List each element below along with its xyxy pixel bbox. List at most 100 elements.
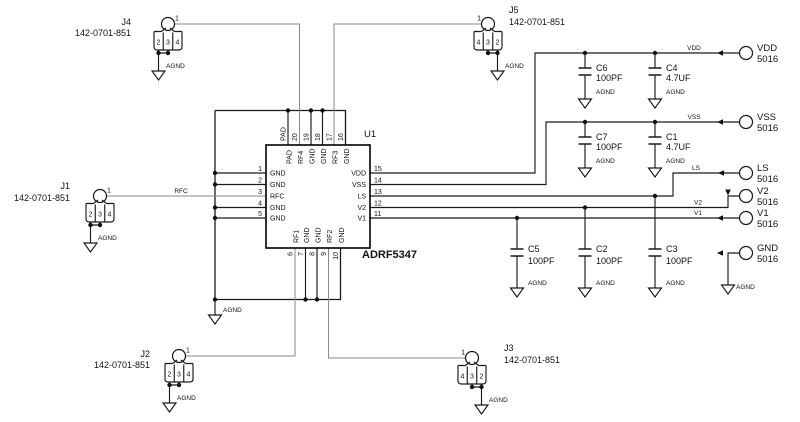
- net-label-ls: LS: [692, 165, 701, 172]
- net-flag-arrow-icon: [717, 119, 723, 125]
- cap-value: 4.7UF: [666, 73, 691, 83]
- net-flag-arrow-icon: [718, 170, 724, 176]
- test-point-ls: LS 5016: [718, 163, 778, 185]
- cell-label: 4: [187, 372, 191, 379]
- pin-name: GND: [310, 148, 317, 164]
- cap-refdes: C6: [596, 63, 608, 73]
- tp-part-label: 5016: [757, 197, 778, 208]
- net-flag-arrow-icon: [717, 250, 723, 256]
- pin1-label: 1: [186, 348, 190, 355]
- pin-name: GND: [316, 227, 323, 243]
- connector-part-number: 142-0701-851: [504, 355, 560, 365]
- agnd-symbol: [577, 167, 593, 178]
- net-label-v1: V1: [694, 210, 702, 217]
- pin-number: 13: [374, 189, 382, 196]
- pin-number: 9: [321, 252, 328, 256]
- ic-part-name: ADRF5347: [362, 249, 417, 261]
- pin-number: 12: [374, 201, 382, 208]
- capacitor-c6: C6 100PF AGND: [577, 53, 623, 109]
- agnd-symbol: [473, 404, 490, 415]
- agnd-symbol: [647, 167, 663, 178]
- net-labels: RFC VDD VSS LS V2 V1: [174, 45, 702, 217]
- connector-part-number: 142-0701-851: [14, 193, 70, 203]
- connector-pin1-circle: [171, 348, 187, 364]
- tp-part-label: 5016: [757, 219, 778, 230]
- cell-label: 4: [108, 212, 112, 219]
- capacitor-c2: C2 100PF AGND: [577, 207, 623, 298]
- pin-name: RF3: [333, 151, 340, 164]
- pin-number: 15: [374, 166, 382, 173]
- cap-refdes: C5: [528, 244, 540, 254]
- pin-name: GND: [270, 216, 286, 223]
- pin1-label: 1: [461, 350, 465, 357]
- rf-pigtail-wires: [106, 23, 482, 359]
- net-label-v2: V2: [694, 200, 702, 207]
- connector-refdes: J3: [504, 343, 514, 353]
- pin-number: 8: [310, 252, 317, 256]
- tp-part-label: 5016: [757, 123, 778, 134]
- agnd-symbol: [161, 402, 178, 413]
- agnd-symbol: [150, 70, 167, 81]
- net-label-vss: VSS: [687, 114, 701, 121]
- cell-label: 2: [496, 40, 500, 47]
- agnd-symbol: [647, 287, 663, 298]
- cell-label: 4: [477, 40, 481, 47]
- pin-name: GND: [270, 205, 286, 212]
- tp-net-label: V1: [757, 208, 769, 219]
- connector-part-number: 142-0701-851: [75, 28, 131, 38]
- cell-label: 3: [177, 372, 181, 379]
- ic-refdes: U1: [364, 129, 376, 140]
- tp-circle: [738, 245, 754, 261]
- agnd-label: AGND: [489, 397, 508, 404]
- cell-label: 3: [98, 212, 102, 219]
- agnd-label: AGND: [666, 158, 685, 165]
- capacitor-c1: C1 4.7UF AGND: [647, 122, 691, 178]
- test-point-v2: V2 5016: [725, 186, 778, 208]
- connector-j1: J1 142-0701-851 1 2 3 4 AGND: [14, 181, 117, 253]
- pin-name: RF4: [298, 151, 305, 164]
- ic-outline: [265, 144, 371, 249]
- pin-number: 7: [298, 252, 305, 256]
- net-label-rfc: RFC: [174, 188, 188, 195]
- tp-net-label: V2: [757, 186, 769, 197]
- pin-number: 18: [315, 133, 322, 141]
- connector-j4: J4 142-0701-851 1 2 3 4 AGND: [75, 16, 185, 81]
- agnd-symbol: [577, 98, 593, 109]
- pin-number: 6: [288, 252, 295, 256]
- tp-circle: [738, 165, 754, 181]
- cell-label: 3: [470, 374, 474, 381]
- connector-refdes: J2: [140, 349, 150, 359]
- connector-part-number: 142-0701-851: [94, 360, 150, 370]
- wire-vss: [370, 121, 740, 186]
- pin-name: VDD: [351, 171, 366, 178]
- ground-bus-left: [214, 109, 347, 315]
- cell-label: 2: [168, 372, 172, 379]
- wire-gnd-tp: [727, 252, 740, 285]
- tp-circle: [738, 45, 754, 61]
- pin-number: 10: [333, 252, 340, 260]
- pin-name: GND: [339, 227, 346, 243]
- test-point-vdd: VDD 5016: [717, 43, 778, 65]
- wire-ls: [370, 172, 740, 197]
- wire-j4-to-rf4: [174, 23, 300, 145]
- pin1-label: 1: [477, 16, 481, 23]
- agnd-symbol: [509, 287, 525, 298]
- agnd-label: AGND: [177, 395, 196, 402]
- pin-name: GND: [344, 148, 351, 164]
- pin-name: VSS: [352, 182, 366, 189]
- agnd-label: AGND: [666, 89, 685, 96]
- tp-circle: [738, 210, 754, 226]
- pin-number: 1: [258, 166, 262, 173]
- pin1-label: 1: [175, 16, 179, 23]
- cell-label: 3: [166, 40, 170, 47]
- pin-name: GND: [321, 148, 328, 164]
- test-point-v1: V1 5016: [717, 208, 778, 230]
- net-flag-arrow-icon: [717, 215, 723, 221]
- tp-net-label: GND: [757, 243, 778, 254]
- agnd-label: AGND: [596, 280, 615, 287]
- pin-number: 3: [258, 189, 262, 196]
- agnd-symbol: [577, 287, 593, 298]
- pin-number: 16: [338, 133, 345, 141]
- connector-refdes: J1: [60, 181, 70, 191]
